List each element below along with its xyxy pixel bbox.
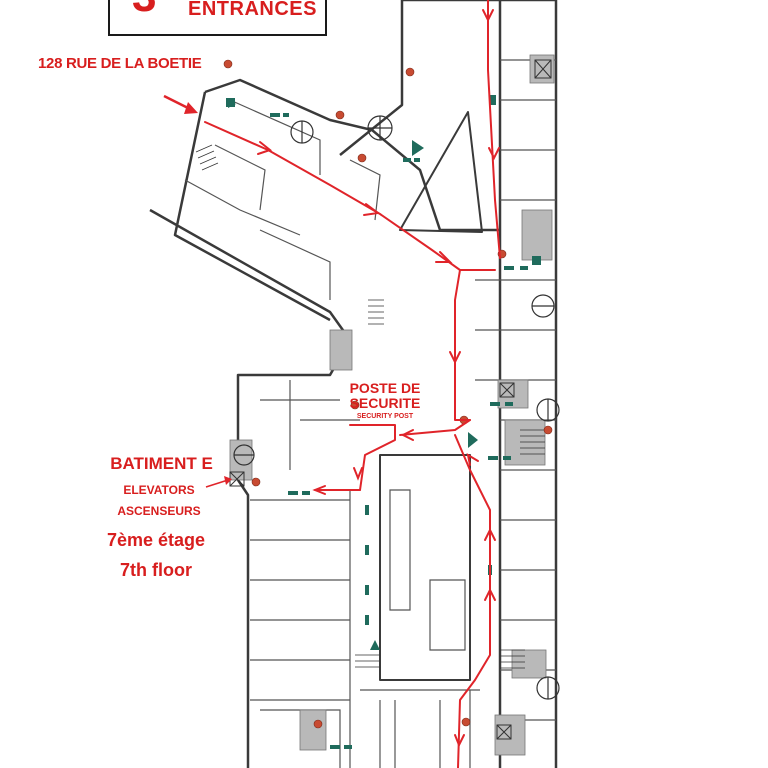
security-post-subtitle: SECURITY POST bbox=[356, 412, 414, 420]
poste-line1: POSTE DE bbox=[349, 380, 421, 396]
poste-line2: SECURITE bbox=[349, 395, 421, 412]
exit-arrow-icon bbox=[228, 95, 528, 749]
stairs-icon bbox=[195, 144, 545, 669]
route-arrow-icon bbox=[257, 9, 500, 748]
floor-label-en: 7th floor bbox=[120, 560, 192, 580]
elevators-label: ELEVATORS bbox=[123, 483, 195, 497]
ascenseurs-label: ASCENSEURS bbox=[117, 504, 201, 518]
fire-extinguisher-icon bbox=[223, 59, 553, 729]
interior-walls bbox=[184, 59, 556, 768]
entrances-header: 3 ENTRANCES bbox=[108, 0, 327, 36]
entrances-number: 3 bbox=[132, 0, 156, 22]
address-label: 128 RUE DE LA BOETIE bbox=[38, 55, 202, 72]
door-icon bbox=[226, 98, 541, 265]
entrances-title: ENTRANCES bbox=[188, 0, 317, 20]
building-walls bbox=[149, 0, 558, 768]
floor-label-fr: 7ème étage bbox=[106, 530, 206, 550]
pointer-arrow bbox=[163, 94, 232, 488]
spiral-stair-icon bbox=[233, 115, 560, 700]
security-post-label: POSTE DE SECURITE SECURITY POST bbox=[340, 380, 430, 420]
batiment-label: BATIMENT E bbox=[110, 454, 213, 473]
